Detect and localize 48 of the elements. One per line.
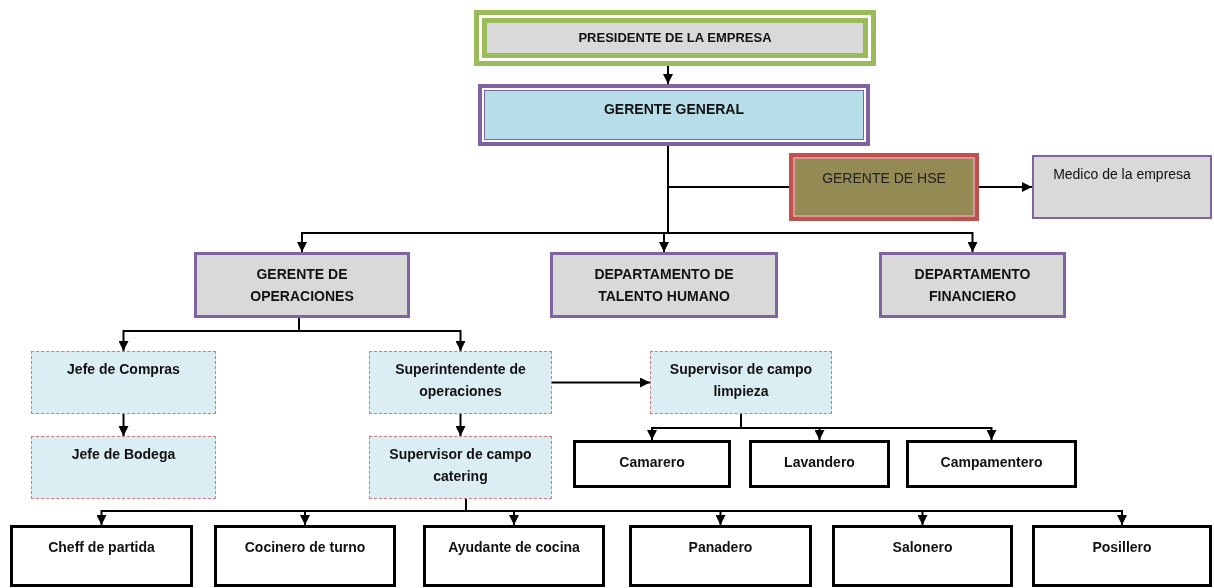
org-box — [550, 252, 778, 318]
org-box — [31, 436, 216, 499]
role-title: GERENTE DE HSE — [822, 169, 946, 188]
org-box — [10, 525, 193, 587]
role-title: Salonero — [892, 538, 953, 557]
role-title: Cocinero de turno — [244, 538, 366, 557]
org-box — [1032, 525, 1212, 587]
connector-arrow — [551, 377, 651, 388]
connector-arrow — [663, 65, 673, 85]
org-box — [423, 525, 605, 587]
role-title: Superintendente de operaciones — [394, 360, 527, 402]
role-title: Jefe de Compras — [67, 360, 180, 379]
org-box — [31, 351, 216, 414]
role-title: Lavandero — [784, 453, 855, 472]
role-title: DEPARTAMENTO DE TALENTO HUMANO — [593, 265, 735, 307]
role-title: Medico de la empresa — [1053, 165, 1191, 184]
org-box — [474, 10, 876, 66]
role-title: Jefe de Bodega — [71, 445, 176, 464]
role-title: PRESIDENTE DE LA EMPRESA — [578, 28, 772, 47]
connector-arrow — [978, 182, 1033, 192]
connector-arrow — [118, 413, 129, 437]
org-box — [194, 252, 410, 318]
role-title: Campamentero — [940, 453, 1043, 472]
org-box — [650, 351, 832, 414]
role-title: Panadero — [688, 538, 753, 557]
role-title: GERENTE DE OPERACIONES — [249, 265, 355, 307]
org-box — [789, 153, 979, 221]
role-title: Supervisor de campo limpieza — [668, 360, 814, 402]
org-box — [749, 440, 890, 488]
org-box — [629, 525, 812, 587]
org-box — [573, 440, 731, 488]
org-box — [478, 84, 870, 146]
org-box — [369, 436, 552, 499]
role-title: GERENTE GENERAL — [604, 100, 744, 119]
role-title: Supervisor de campo catering — [388, 445, 533, 487]
role-title: Ayudante de cocina — [448, 538, 580, 557]
connector-arrow — [455, 413, 466, 437]
role-title: DEPARTAMENTO FINANCIERO — [913, 265, 1032, 307]
role-title: Cheff de partida — [48, 538, 155, 557]
org-box — [214, 525, 396, 587]
org-box — [832, 525, 1013, 587]
org-box — [369, 351, 552, 414]
role-title: Posillero — [1092, 538, 1152, 557]
role-title: Camarero — [619, 453, 685, 472]
org-box — [1032, 155, 1212, 219]
org-box — [879, 252, 1066, 318]
org-box — [906, 440, 1077, 488]
connector-arrow — [298, 317, 466, 352]
